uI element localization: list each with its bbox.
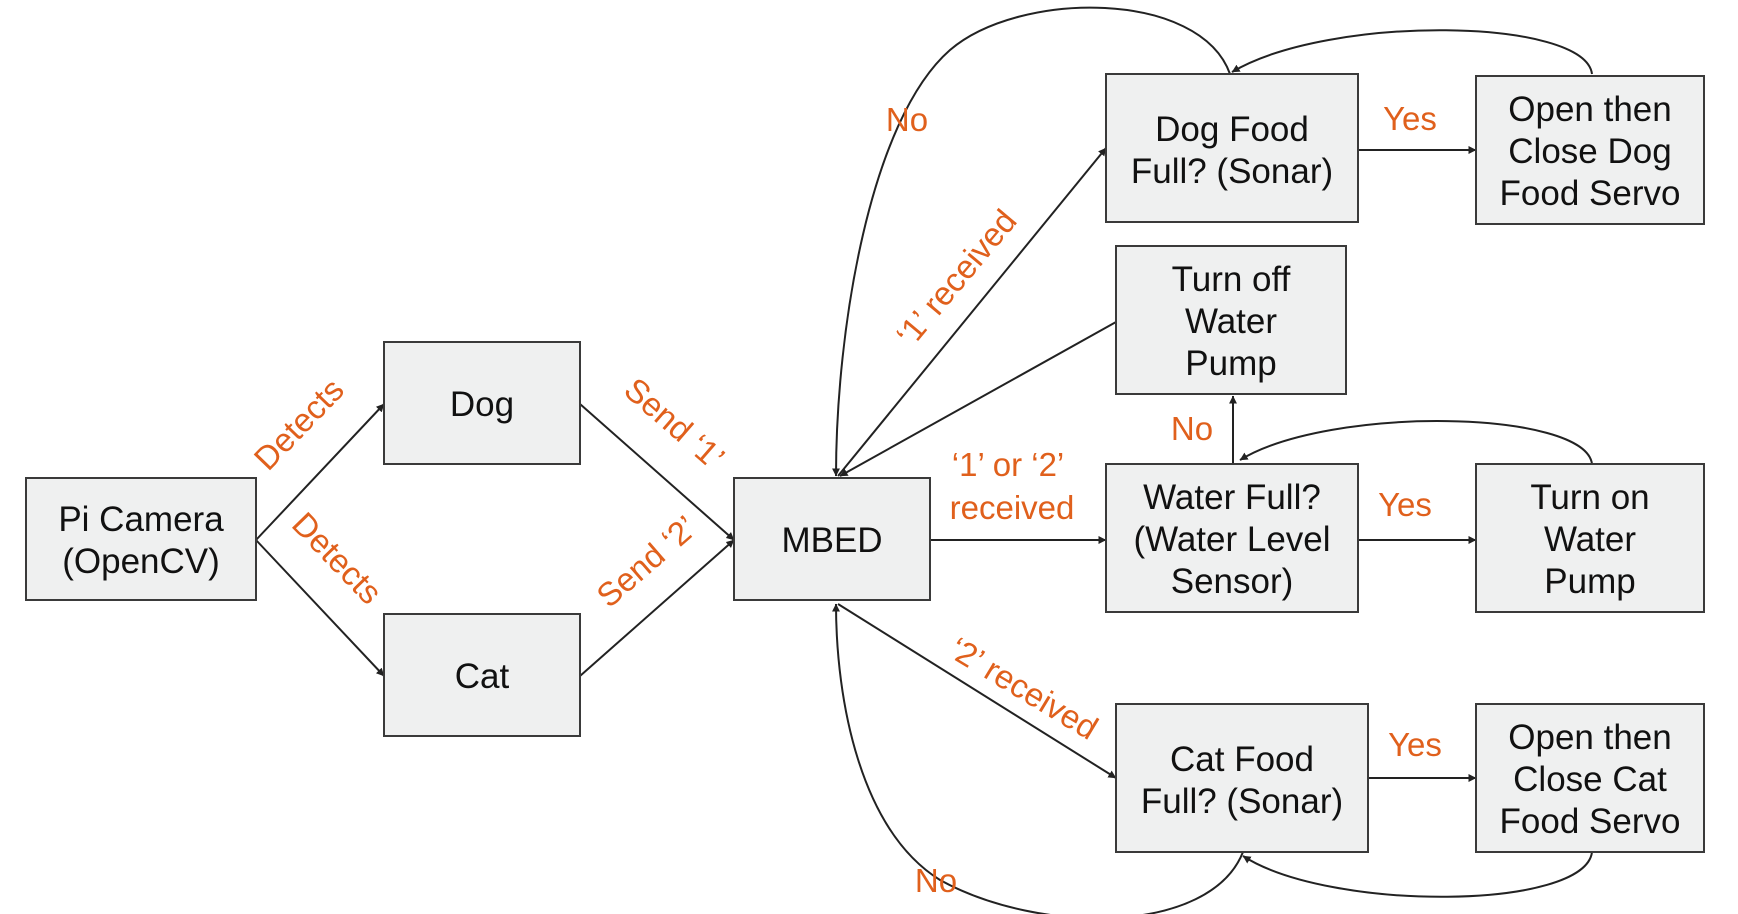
svg-text:Dog: Dog	[450, 385, 514, 424]
edge-pump-on-return	[1239, 420, 1593, 465]
label-send-1: Send ‘1’	[617, 370, 731, 476]
node-mbed: MBED	[733, 477, 931, 601]
edges	[255, 6, 1593, 914]
label-water-yes: Yes	[1378, 486, 1432, 523]
node-pi-camera: Pi Camera(OpenCV)	[25, 477, 257, 601]
edge-cat-servo-return	[1242, 851, 1593, 898]
edge-cat-food-no	[832, 603, 1244, 914]
edge-mbed-to-cat-food	[837, 603, 1117, 779]
label-cat-no: No	[915, 862, 957, 899]
label-detects-dog: Detects	[247, 371, 351, 477]
label-water-no: No	[1171, 410, 1213, 447]
node-cat: Cat	[383, 613, 581, 737]
edge-camera-to-dog	[255, 403, 385, 541]
label-one-or-two-received: ‘1’ or ‘2’ received	[950, 446, 1075, 526]
edge-dog-servo-return	[1231, 29, 1593, 75]
label-detects-cat: Detects	[285, 505, 389, 611]
edge-dog-to-mbed	[579, 403, 735, 541]
edge-camera-to-cat	[255, 539, 385, 677]
node-dog: Dog	[383, 341, 581, 465]
edge-mbed-to-dog-food	[837, 147, 1107, 477]
svg-text:MBED: MBED	[781, 521, 882, 560]
edge-turn-off-pump-to-mbed	[839, 321, 1117, 477]
label-two-received: ‘2’ received	[943, 630, 1104, 747]
edge-cat-to-mbed	[579, 539, 735, 677]
label-send-2: Send ‘2’	[589, 508, 703, 614]
svg-text:Cat: Cat	[455, 657, 510, 696]
svg-text:Pi Camera(OpenCV): Pi Camera(OpenCV)	[58, 500, 224, 581]
label-dog-yes: Yes	[1383, 100, 1437, 137]
label-cat-yes: Yes	[1388, 726, 1442, 763]
edge-dog-food-no	[832, 6, 1231, 477]
label-dog-no: No	[886, 101, 928, 138]
